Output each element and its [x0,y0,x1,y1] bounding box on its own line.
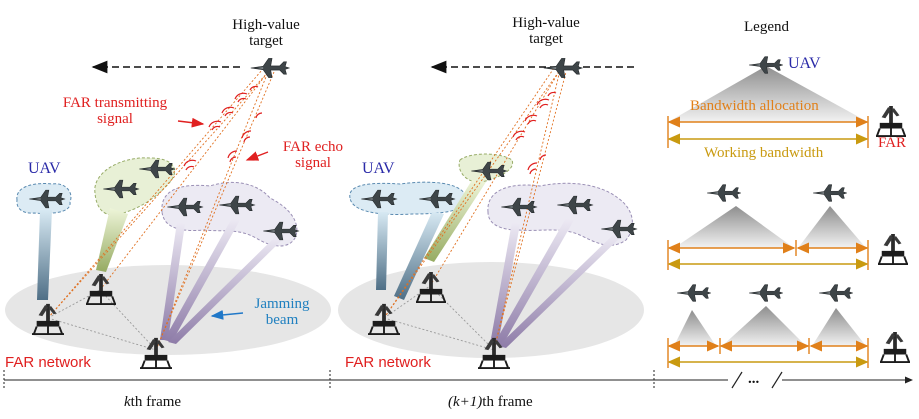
legend-working-label: Working bandwidth [704,145,824,161]
fighter-jet-icon [812,184,848,202]
frame-suffix: th frame [482,394,533,410]
target-jet-icon [543,57,583,79]
legend-title: Legend [744,19,789,35]
jamming-beam [498,232,624,348]
echo-label: FAR echo signal [268,139,358,172]
transmit-label-line2: signal [97,110,133,127]
jamming-beam [160,222,185,340]
jamming-beam [96,208,128,272]
transmit-label: FAR transmitting signal [50,95,180,128]
fighter-jet-icon [748,284,784,302]
jamming-beam [168,236,284,344]
jamming-beam [376,212,388,290]
jamming-beam [164,218,240,342]
frame-index: (k+1) [448,394,483,410]
legend-panel [667,56,910,368]
frame-2 [338,57,644,370]
signal-wave-icon [183,85,259,171]
target-label-line2: target [249,32,283,49]
far-network-label: FAR network [5,354,91,371]
radar-icon [880,331,910,363]
jamming-label: Jamming beam [244,296,320,329]
frame-suffix: th frame [130,394,182,410]
bandwidth-allocation-shape [674,206,794,248]
echo-label-line1: FAR echo [282,139,344,155]
echo-label-line2: signal [295,154,331,171]
uav-cluster-purple [487,182,633,246]
signal-wave-icon [227,112,263,163]
radar-icon [876,105,906,137]
jamming-label-line2: beam [265,311,299,328]
legend-uav-label: UAV [788,55,821,72]
fighter-jet-icon [818,284,854,302]
jamming-beam [37,210,52,300]
frame-label: kth frame [124,394,182,411]
transmit-arrow [177,117,205,128]
far-signal-lines [47,69,275,351]
echo-arrow [245,151,269,161]
target-label-line1: High-value [512,15,580,31]
jamming-beam [490,222,520,344]
jamming-beam [494,218,574,346]
bandwidth-allocation-shape [668,66,868,122]
target-label-line2: target [529,30,563,47]
far-network-label: FAR network [345,354,431,371]
frame-1 [5,57,331,370]
uav-label: UAV [28,160,61,177]
legend-allocation-label: Bandwidth allocation [690,98,819,114]
fighter-jet-icon [748,56,784,74]
fighter-jet-icon [706,184,742,202]
target-jet-icon [250,57,290,79]
signal-wave-icon [512,91,557,175]
far-signal-lines [383,67,567,351]
target-label-line1: High-value [232,17,300,33]
frame-index: k [124,394,131,410]
bandwidth-allocation-shape [722,306,806,346]
bandwidth-allocation-shape [812,308,866,346]
bandwidth-allocation-shape [798,206,866,248]
radar-icon [878,233,908,265]
target-label: High-value target [506,15,586,48]
jamming-beam [424,180,486,262]
jamming-label-line1: Jamming [254,296,310,312]
fighter-jet-icon [676,284,712,302]
target-label: High-value target [226,17,306,50]
jamming-beam [394,212,444,300]
legend-far-label: FAR [878,135,907,151]
uav-label: UAV [362,160,395,177]
timeline [3,370,913,389]
transmit-label-line1: FAR transmitting [62,95,168,111]
bandwidth-allocation-shape [674,310,716,346]
jamming-arrow [210,310,244,320]
frame-label: (k+1)th frame [448,394,533,411]
timeline-ellipsis: ... [748,371,760,387]
